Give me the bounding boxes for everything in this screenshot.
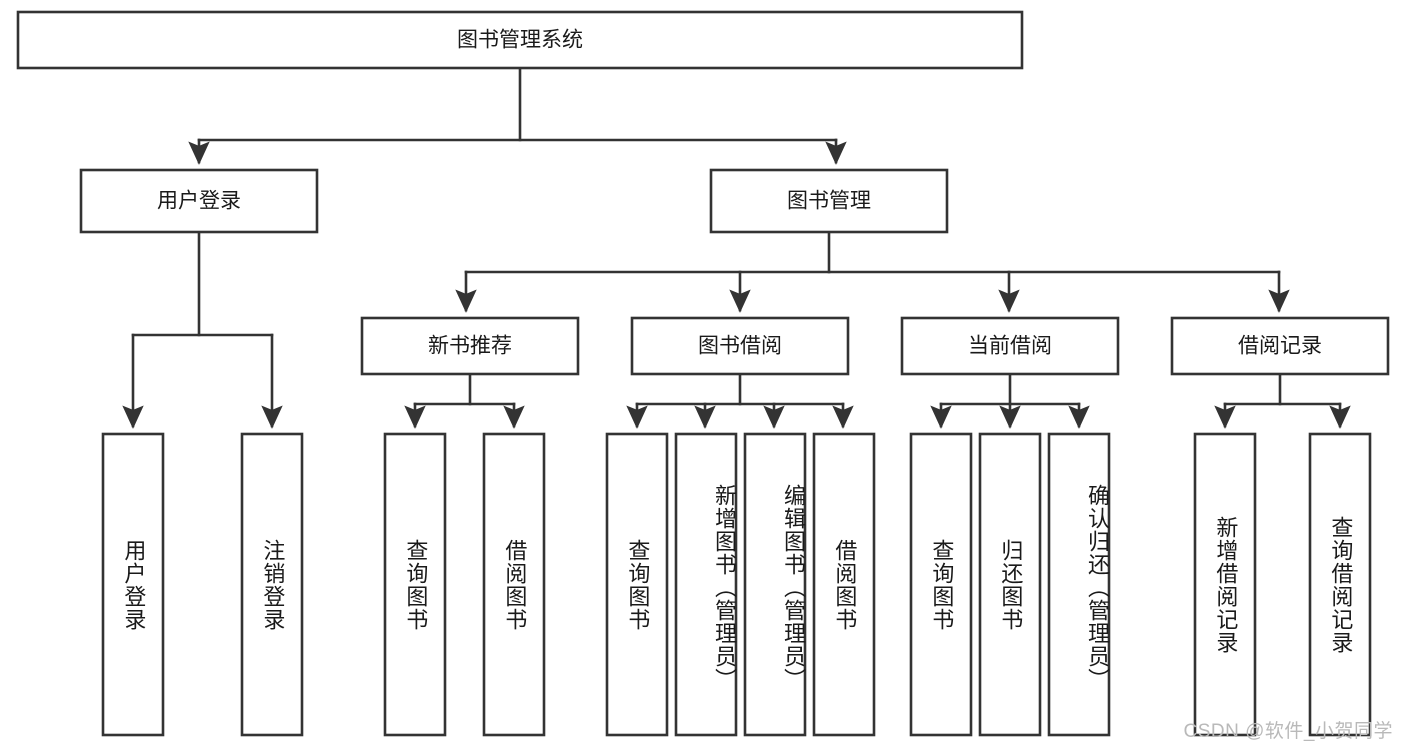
- node-new-book-recommend[interactable]: 新书推荐: [360, 316, 580, 376]
- leaf-box-add-book[interactable]: [674, 432, 738, 737]
- connector-newbook-to-leaves: [404, 372, 525, 429]
- leaf-box-confirm-return[interactable]: [1047, 432, 1111, 737]
- leaf-box-query-book-1[interactable]: [383, 432, 447, 737]
- node-book-borrow-label: 图书借阅: [698, 335, 782, 358]
- node-borrow-record-label: 借阅记录: [1238, 335, 1322, 358]
- leaf-box-borrow-book-1[interactable]: [482, 432, 546, 737]
- connector-borrowrecord-to-leaves: [1214, 372, 1351, 429]
- node-user-login-label: 用户登录: [157, 190, 241, 213]
- leaf-box-user-login[interactable]: [101, 432, 165, 737]
- leaf-box-borrow-book-2[interactable]: [812, 432, 876, 737]
- node-book-management-label: 图书管理: [787, 190, 871, 213]
- node-root[interactable]: 图书管理系统: [16, 10, 1024, 70]
- node-current-borrow-label: 当前借阅: [968, 335, 1052, 358]
- leaf-box-query-book-2[interactable]: [605, 432, 669, 737]
- node-book-management[interactable]: 图书管理: [709, 168, 949, 234]
- connector-currentborrow-to-leaves: [930, 372, 1090, 429]
- csdn-watermark: CSDN @软件_小贺同学: [1183, 721, 1393, 742]
- leaf-box-query-book-3[interactable]: [909, 432, 973, 737]
- node-borrow-record[interactable]: 借阅记录: [1170, 316, 1390, 376]
- leaf-box-edit-book[interactable]: [743, 432, 807, 737]
- connector-userlogin-to-leaves: [122, 230, 283, 429]
- node-root-label: 图书管理系统: [457, 29, 583, 52]
- connector-bookmgmt-to-level2: [455, 230, 1290, 313]
- leaf-box-return-book[interactable]: [978, 432, 1042, 737]
- node-current-borrow[interactable]: 当前借阅: [900, 316, 1120, 376]
- leaf-box-add-record[interactable]: [1193, 432, 1257, 737]
- node-new-book-recommend-label: 新书推荐: [428, 335, 512, 358]
- leaf-box-query-record[interactable]: [1308, 432, 1372, 737]
- connector-root-to-level1: [188, 66, 847, 165]
- node-user-login[interactable]: 用户登录: [79, 168, 319, 234]
- leaf-box-logout-login[interactable]: [240, 432, 304, 737]
- node-book-borrow[interactable]: 图书借阅: [630, 316, 850, 376]
- connector-bookborrow-to-leaves: [626, 372, 854, 429]
